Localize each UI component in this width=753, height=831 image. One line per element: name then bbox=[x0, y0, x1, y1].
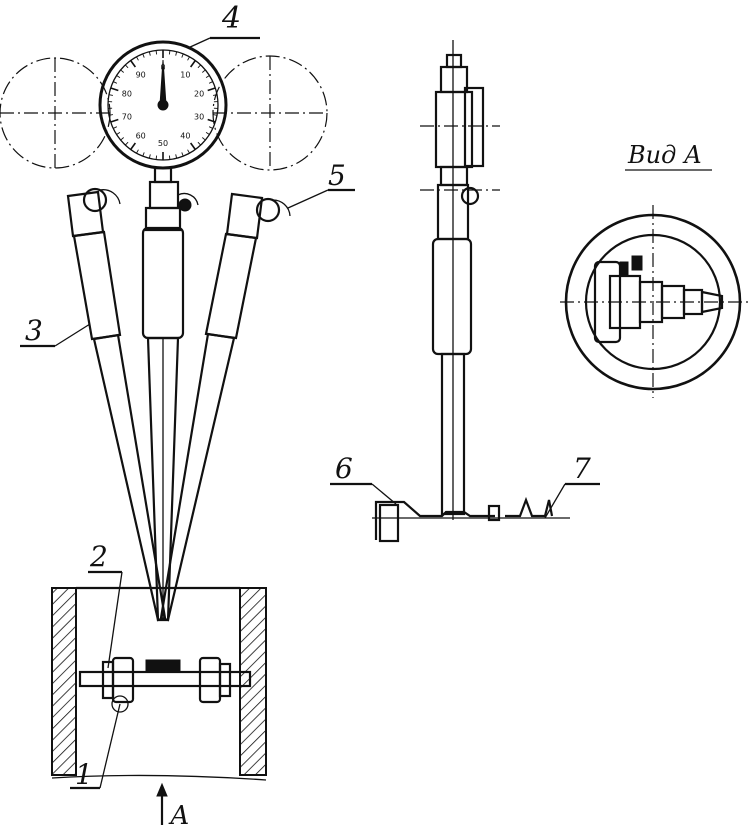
view-a-section bbox=[560, 205, 750, 398]
dial-tick bbox=[202, 137, 206, 141]
dial-tick bbox=[155, 155, 158, 160]
arrow-a-label: А bbox=[168, 801, 190, 831]
dial-scale-ticks bbox=[108, 50, 218, 160]
dial-tick bbox=[213, 114, 218, 116]
dial-tick bbox=[168, 50, 171, 55]
dial-tick bbox=[113, 81, 118, 84]
dial-tick bbox=[202, 69, 206, 73]
part-label-2: 2 bbox=[89, 540, 108, 573]
left-ghost-dial bbox=[0, 57, 111, 169]
dial-tick bbox=[142, 152, 145, 157]
dial-indicator: 0102030405060708090 bbox=[98, 40, 228, 212]
dial-tick bbox=[181, 53, 184, 58]
dial-tick bbox=[130, 60, 137, 68]
dial-tick bbox=[208, 126, 213, 129]
dial-hub bbox=[157, 99, 169, 111]
dial-tick bbox=[187, 56, 190, 61]
dial-tick bbox=[108, 94, 113, 96]
dial-tick bbox=[116, 131, 121, 135]
dial-tick bbox=[181, 152, 184, 157]
dial-tick bbox=[120, 69, 124, 73]
dial-number: 40 bbox=[180, 132, 190, 141]
dial-clamp bbox=[148, 180, 180, 210]
dial-tick bbox=[187, 149, 190, 154]
dial-tick bbox=[189, 142, 196, 150]
dial-tick bbox=[207, 118, 216, 123]
dial-tick bbox=[110, 118, 119, 123]
dial-tick bbox=[148, 51, 151, 56]
dial-tick bbox=[205, 75, 210, 79]
dial-tick bbox=[175, 51, 178, 56]
dial-tick bbox=[120, 137, 124, 141]
dial-tick bbox=[116, 75, 121, 79]
dial-tick bbox=[197, 141, 201, 146]
dial-tick bbox=[197, 64, 201, 69]
leader-lines bbox=[20, 36, 600, 790]
side-view-base bbox=[372, 496, 570, 543]
part-label-5: 5 bbox=[328, 159, 346, 192]
dial-scale-numbers: 0102030405060708090 bbox=[122, 63, 204, 148]
centering-bridge bbox=[78, 656, 252, 713]
dial-number: 70 bbox=[122, 113, 132, 122]
dial-number: 10 bbox=[180, 70, 190, 79]
dial-clamp-screw bbox=[178, 198, 192, 212]
center-handle bbox=[141, 206, 185, 622]
side-view-gauge bbox=[420, 40, 500, 520]
dial-number: 90 bbox=[136, 70, 146, 79]
dial-tick bbox=[136, 56, 139, 61]
dial-tick bbox=[113, 126, 118, 129]
part-label-3: 3 bbox=[25, 314, 43, 347]
dial-tick bbox=[205, 131, 210, 135]
view-arrow bbox=[156, 782, 168, 825]
dial-tick bbox=[136, 149, 139, 154]
bore-section bbox=[51, 586, 267, 781]
dial-number: 50 bbox=[158, 139, 168, 148]
dial-tick bbox=[130, 142, 137, 150]
dial-tick bbox=[125, 64, 129, 69]
view-a-title: Вид А bbox=[627, 141, 702, 169]
dial-tick bbox=[110, 87, 119, 92]
part-label-1: 1 bbox=[75, 758, 93, 791]
dial-tick bbox=[207, 87, 216, 92]
dial-tick bbox=[125, 141, 129, 146]
part-label-4: 4 bbox=[221, 1, 241, 36]
right-tilted-handle bbox=[159, 192, 291, 622]
dial-tick bbox=[189, 60, 196, 68]
dial-tick bbox=[148, 154, 151, 159]
dial-tick bbox=[142, 53, 145, 58]
dial-number: 60 bbox=[136, 132, 146, 141]
dial-tick bbox=[155, 50, 158, 55]
dial-tick bbox=[208, 81, 213, 84]
dial-number: 30 bbox=[194, 113, 204, 122]
dial-stem bbox=[153, 166, 173, 184]
dial-number: 20 bbox=[194, 89, 204, 98]
part-label-6: 6 bbox=[335, 452, 353, 485]
dial-tick bbox=[213, 94, 218, 96]
dial-tick bbox=[175, 154, 178, 159]
part-label-7: 7 bbox=[573, 452, 591, 485]
right-ghost-dial bbox=[212, 55, 328, 171]
dial-tick bbox=[168, 155, 171, 160]
dial-number: 80 bbox=[122, 89, 132, 98]
dial-tick bbox=[108, 114, 113, 116]
